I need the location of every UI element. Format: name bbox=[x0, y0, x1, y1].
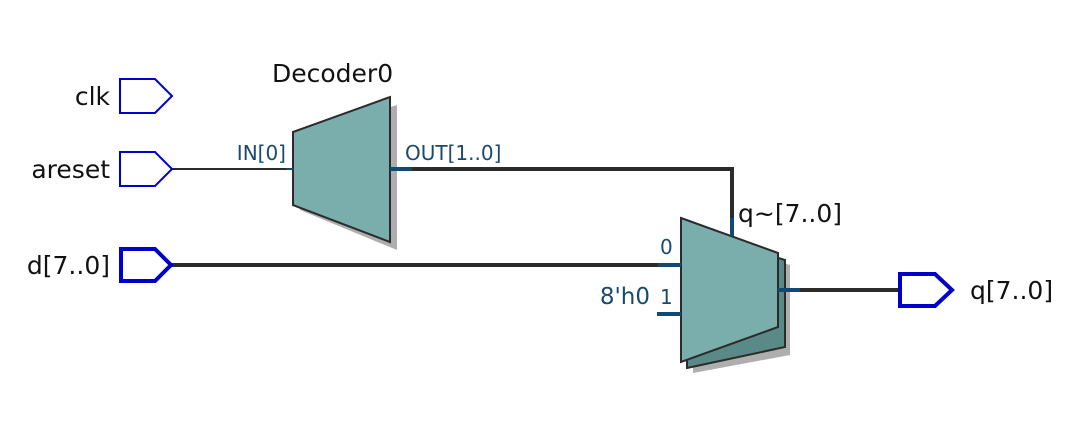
pin-label-clk: clk bbox=[75, 82, 111, 111]
decoder-title: Decoder0 bbox=[272, 59, 393, 88]
input-pin-areset[interactable]: areset bbox=[31, 151, 174, 187]
decoder-in-port-label: IN[0] bbox=[237, 141, 286, 165]
decoder-block[interactable]: Decoder0 IN[0] OUT[1..0] bbox=[237, 59, 502, 250]
pin-label-q: q[7..0] bbox=[970, 276, 1053, 305]
input-pin-clk[interactable]: clk bbox=[75, 78, 174, 114]
pin-label-d: d[7..0] bbox=[27, 251, 110, 280]
output-pin-q[interactable]: q[7..0] bbox=[898, 272, 1053, 308]
pin-label-areset: areset bbox=[31, 155, 110, 184]
mux-in0-label: 0 bbox=[660, 235, 673, 259]
mux-in1-label: 1 bbox=[660, 285, 673, 309]
decoder-out-port-label: OUT[1..0] bbox=[405, 141, 501, 165]
mux-title: q~[7..0] bbox=[738, 199, 842, 228]
input-pin-d[interactable]: d[7..0] bbox=[27, 247, 174, 283]
mux-const-label: 8'h0 bbox=[600, 284, 650, 310]
wire-decoder-to-mux-select[interactable] bbox=[412, 167, 734, 218]
decoder-body bbox=[292, 95, 391, 244]
mux-block[interactable]: q~[7..0] 0 1 8'h0 bbox=[600, 199, 842, 373]
